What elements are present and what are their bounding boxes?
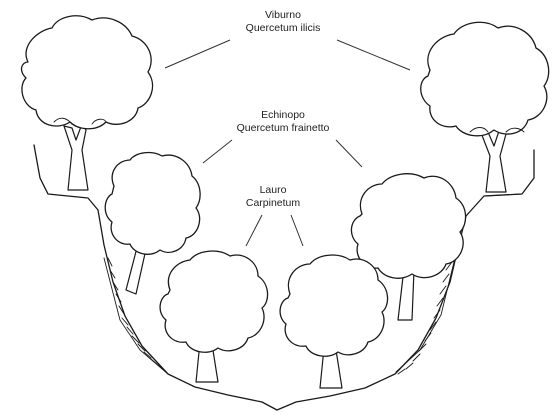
label-middle-genus: Echinopo bbox=[261, 109, 305, 121]
leader-upper-right bbox=[337, 40, 410, 70]
label-lower-community: Carpinetum bbox=[246, 197, 301, 209]
leader-middle-right bbox=[336, 140, 362, 167]
label-upper-community: Quercetum ilicis bbox=[246, 22, 321, 34]
leader-lower-right bbox=[291, 215, 303, 246]
label-middle-community: Quercetum frainetto bbox=[237, 122, 330, 134]
leader-upper-left bbox=[165, 40, 230, 68]
label-middle-zone: Echinopo Quercetum frainetto bbox=[237, 109, 330, 134]
label-upper-genus: Viburno bbox=[265, 9, 301, 21]
label-upper-zone: Viburno Quercetum ilicis bbox=[246, 9, 321, 34]
label-lower-zone: Lauro Carpinetum bbox=[246, 184, 301, 209]
label-lower-genus: Lauro bbox=[260, 184, 287, 196]
tree-lower-left bbox=[160, 251, 268, 382]
tree-upper-right bbox=[421, 22, 549, 192]
tree-lower-right bbox=[280, 255, 388, 388]
leader-middle-left bbox=[203, 140, 232, 163]
leader-lower-left bbox=[246, 215, 262, 246]
